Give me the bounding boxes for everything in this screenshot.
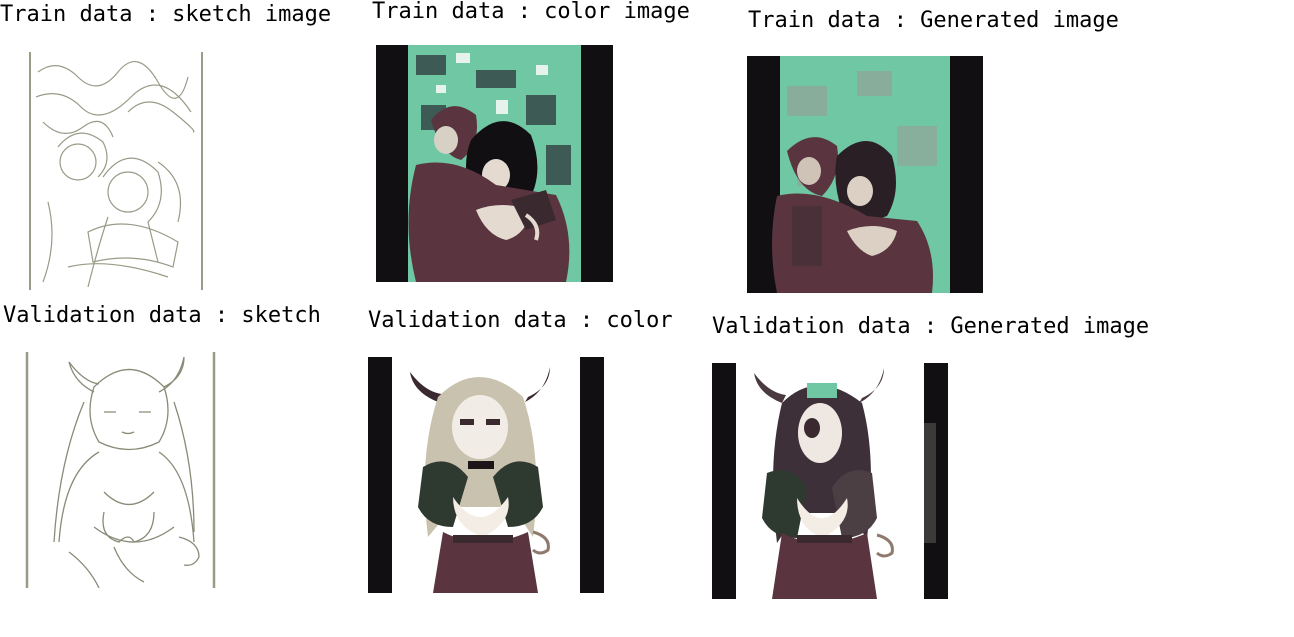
val-color-image <box>368 357 604 593</box>
val-sketch-image <box>24 352 218 588</box>
val-color-caption: Validation data : color <box>368 308 673 333</box>
train-generated-image <box>747 56 983 293</box>
train-color-caption: Train data : color image <box>372 0 690 24</box>
val-sketch-caption: Validation data : sketch <box>3 303 321 328</box>
val-generated-caption: Validation data : Generated image <box>712 314 1150 339</box>
train-generated-caption: Train data : Generated image <box>748 8 1119 33</box>
train-sketch-image <box>28 52 206 290</box>
train-color-image <box>376 45 613 282</box>
train-sketch-caption: Train data : sketch image <box>0 2 332 27</box>
val-generated-image <box>712 363 948 599</box>
